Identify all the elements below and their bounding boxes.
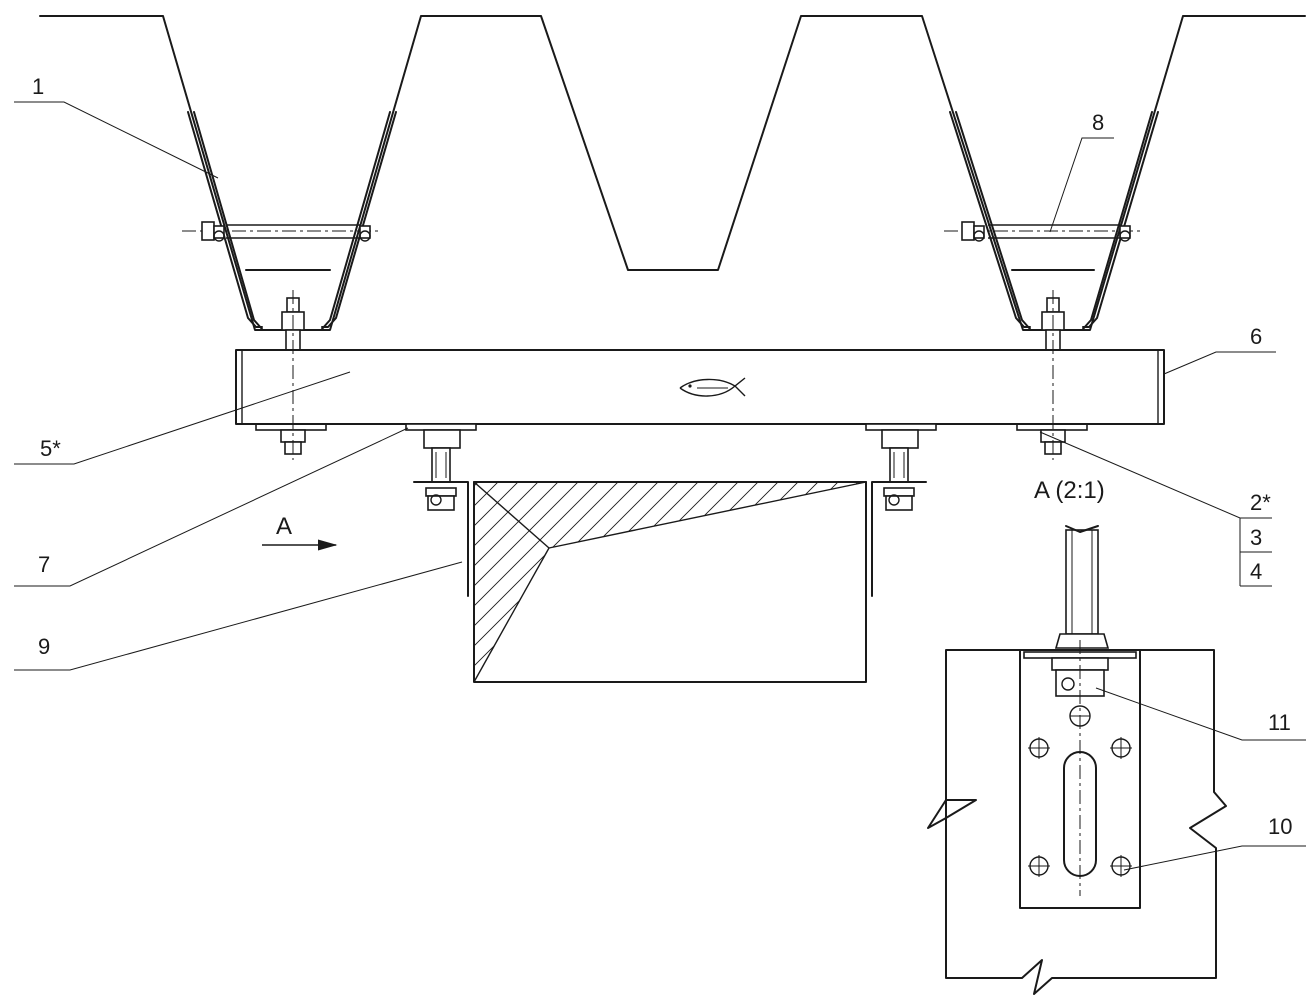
callout-label-11: 11	[1268, 710, 1291, 735]
hanger-bolt-right	[1016, 290, 1088, 460]
callout-label-3: 3	[1250, 525, 1262, 550]
cable-bundle-hatch	[474, 482, 866, 682]
callout-11: 11	[1095, 687, 1306, 741]
mounting-plate-left	[405, 423, 477, 431]
cable-tray	[413, 481, 927, 683]
callout-7: 7	[14, 427, 409, 587]
mounting-plate-right	[865, 423, 937, 431]
callout-6: 6	[1163, 324, 1276, 375]
callout-label-6: 6	[1250, 324, 1262, 349]
callout-9: 9	[14, 561, 463, 671]
callout-label-7: 7	[38, 552, 50, 577]
detail-view-a: A (2:1)	[927, 477, 1227, 995]
callout-5: 5*	[14, 371, 351, 465]
callout-2-3-4: 2* 3 4	[1039, 431, 1272, 587]
callout-label-10: 10	[1268, 814, 1292, 839]
callout-label-4: 4	[1250, 559, 1262, 584]
detail-hole-top-left	[1028, 737, 1050, 759]
hanger-clamp-right	[944, 111, 1159, 330]
callout-label-9: 9	[38, 634, 50, 659]
callout-label-1: 1	[32, 74, 44, 99]
detail-hole-bottom-left	[1028, 855, 1050, 877]
callout-1: 1	[14, 74, 219, 179]
hanger-bolt-left	[255, 290, 327, 460]
tray-bolt-right	[881, 429, 919, 511]
callout-label-5: 5*	[40, 436, 61, 461]
detail-view-title: A (2:1)	[1034, 477, 1105, 504]
fish-logo-icon	[679, 377, 746, 397]
callout-label-8: 8	[1092, 110, 1104, 135]
callout-10: 10	[1123, 814, 1306, 871]
hanger-clamp-left	[182, 111, 397, 330]
callout-8: 8	[1049, 110, 1114, 233]
tray-bolt-left	[423, 429, 461, 511]
callout-label-2: 2*	[1250, 490, 1271, 515]
view-arrow-label: A	[276, 513, 292, 540]
detail-hole-top-right	[1110, 737, 1132, 759]
support-beam	[235, 349, 1165, 425]
profiled-deck	[39, 15, 1306, 331]
view-arrow-a: A	[262, 513, 338, 551]
detail-hole-bottom-right	[1110, 855, 1132, 877]
